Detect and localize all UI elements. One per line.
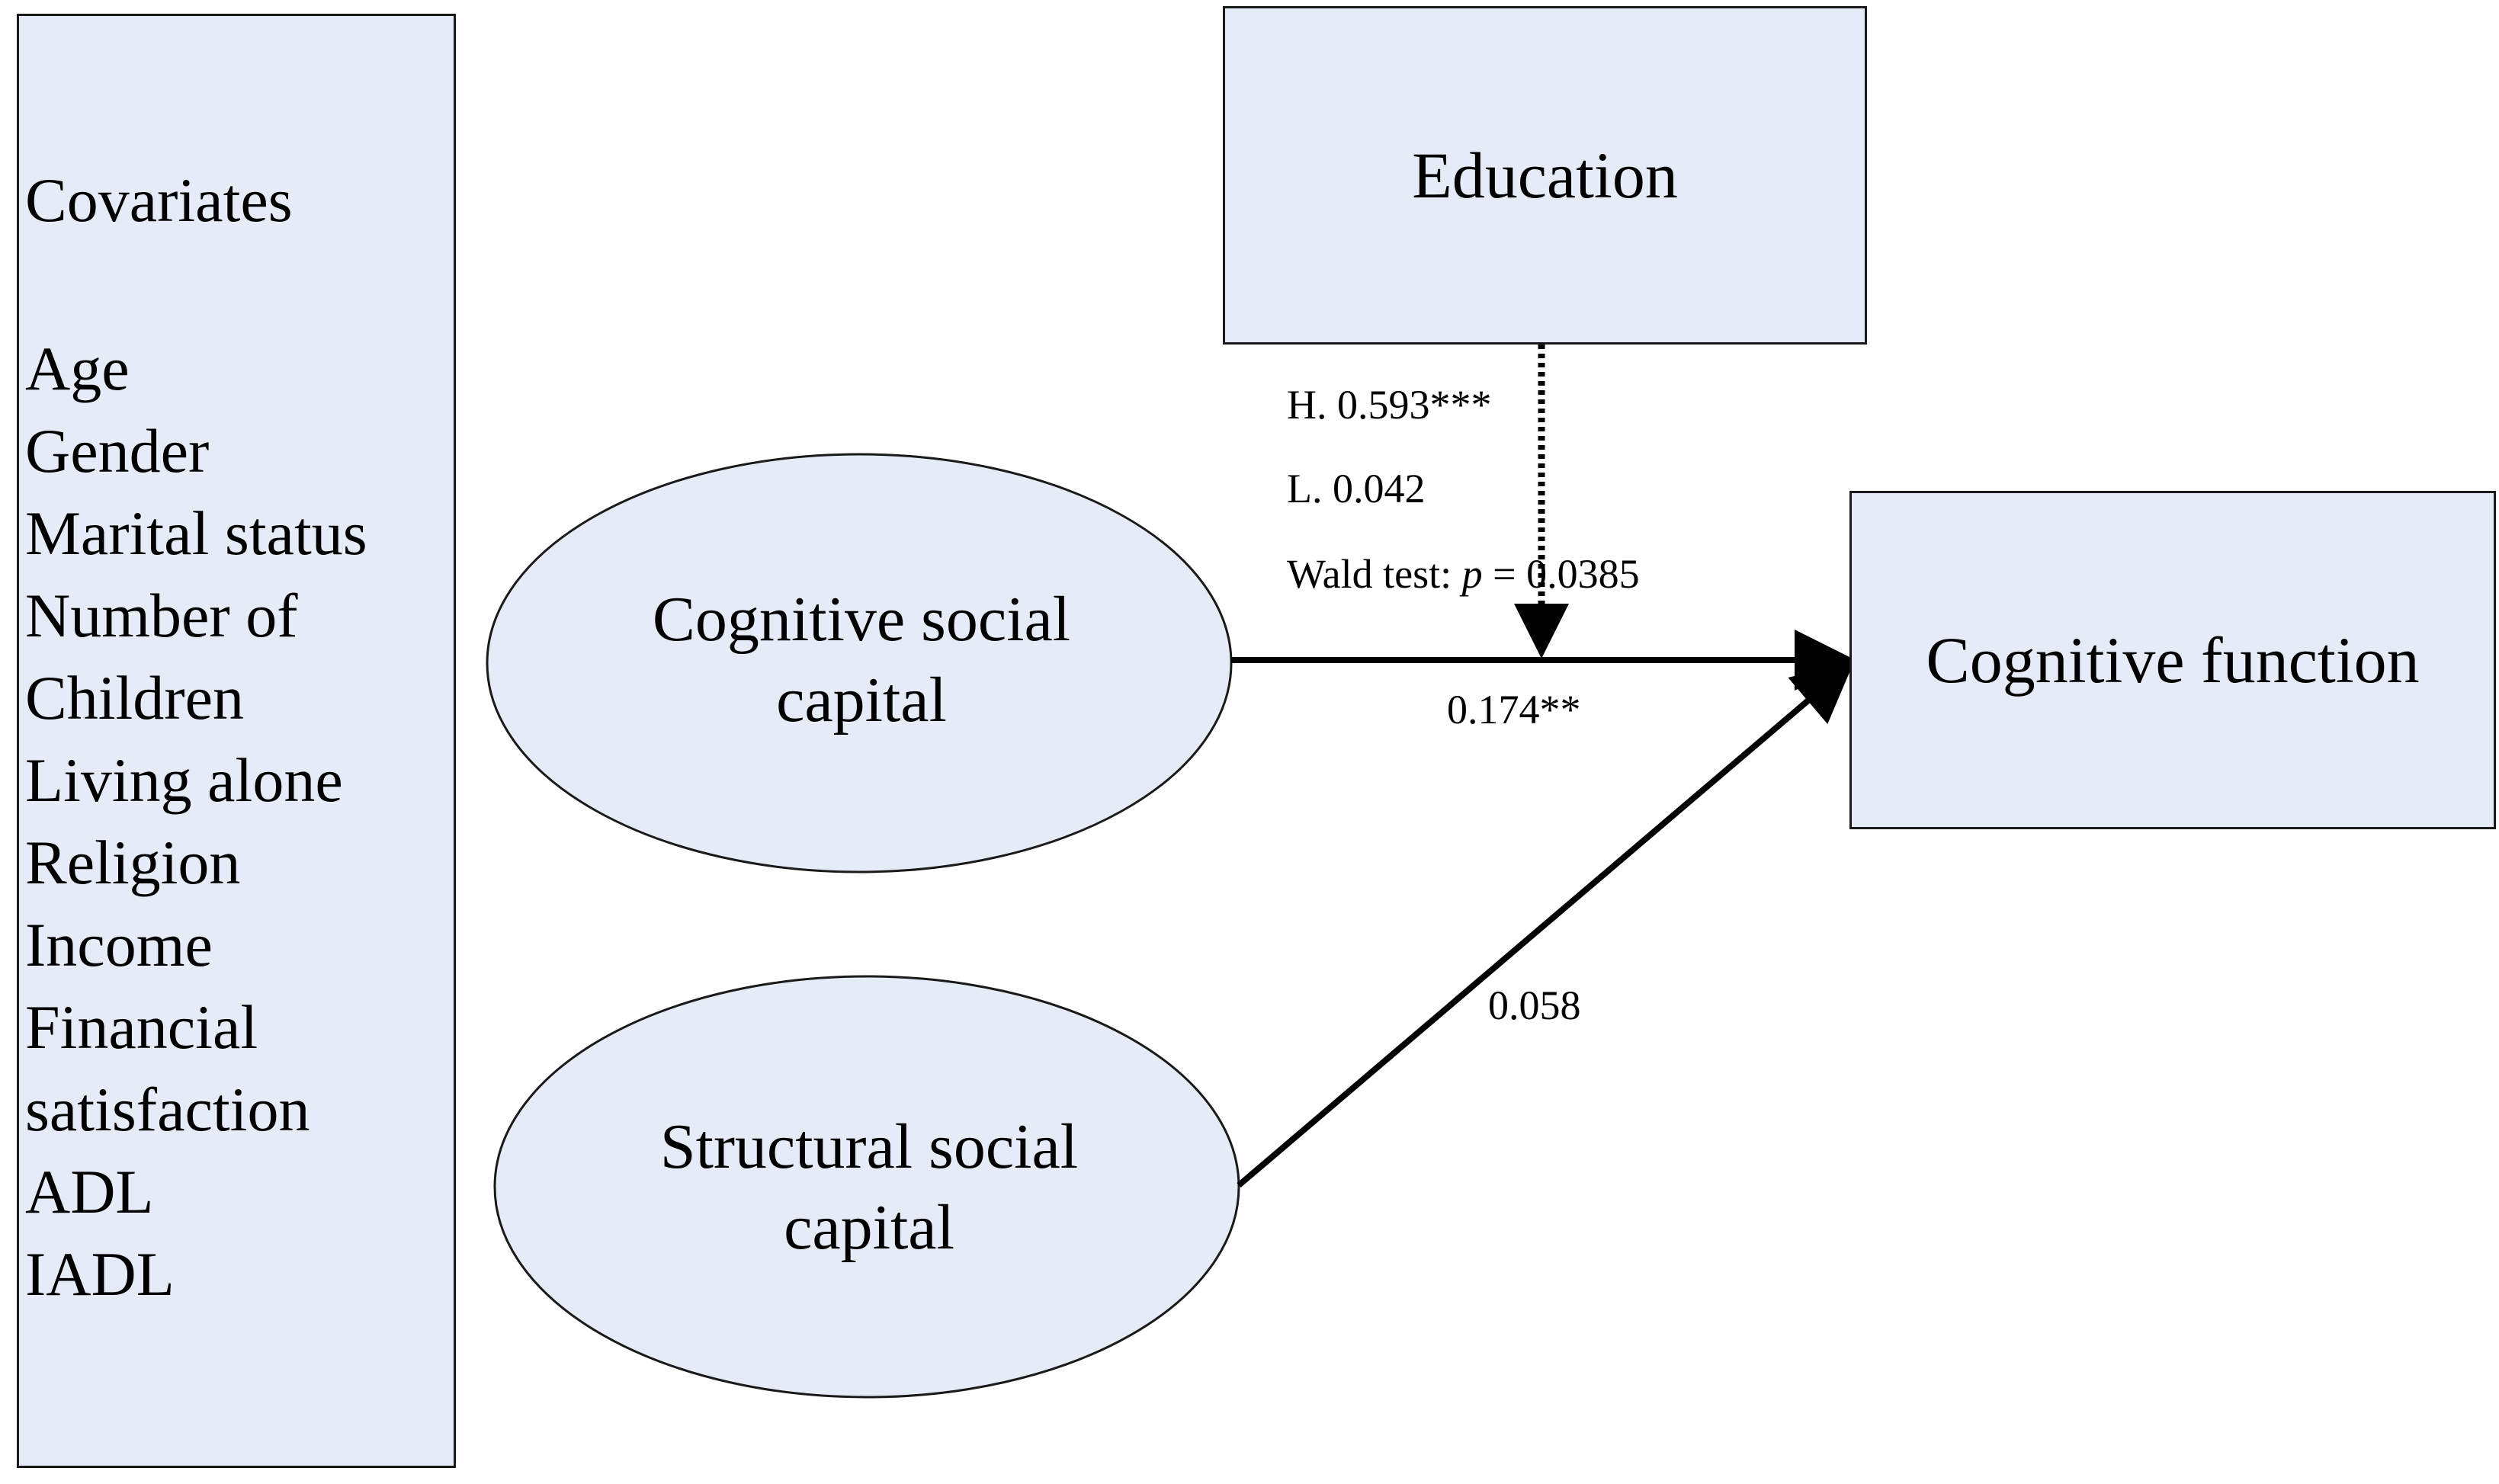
- low-education-coefficient: L. 0.042: [1287, 466, 1426, 511]
- covariate-item: ADL: [25, 1157, 154, 1226]
- covariates-box: [17, 14, 456, 1468]
- wald-test-result: Wald test: p = 0.0385: [1287, 553, 1640, 595]
- covariate-item: IADL: [25, 1239, 175, 1309]
- education-box: Education: [1223, 6, 1867, 345]
- structural-social-capital-label: Structural social capital: [496, 1107, 1243, 1268]
- wald-test-prefix: Wald test:: [1287, 551, 1462, 597]
- covariate-item: Income: [25, 910, 213, 979]
- cognitive-path-coefficient: 0.174**: [1447, 687, 1581, 732]
- cognitive-social-capital-label: Cognitive social capital: [488, 579, 1235, 741]
- wald-test-value: = 0.0385: [1482, 551, 1640, 597]
- cognitive-function-box: Cognitive function: [1849, 491, 2496, 829]
- covariate-item: Religion: [25, 828, 241, 897]
- high-education-coefficient: H. 0.593***: [1287, 382, 1492, 428]
- structural-social-capital-line2: capital: [784, 1192, 954, 1263]
- covariates-title: Covariates: [25, 165, 293, 235]
- covariate-item: satisfaction: [25, 1075, 310, 1144]
- covariate-item: Financial: [25, 992, 258, 1062]
- cognitive-social-capital-line1: Cognitive social: [652, 584, 1071, 655]
- structural-path-coefficient: 0.058: [1488, 982, 1581, 1028]
- cognitive-function-label: Cognitive function: [1926, 623, 2420, 697]
- covariate-item: Living alone: [25, 745, 343, 815]
- structural-to-function-arrow: [1237, 661, 1855, 1188]
- covariate-item: Children: [25, 663, 244, 732]
- covariate-item: Marital status: [25, 498, 367, 568]
- covariate-item: Gender: [25, 416, 210, 486]
- structural-social-capital-line1: Structural social: [659, 1111, 1079, 1182]
- covariate-item: Number of: [25, 581, 298, 650]
- covariates-list: Age Gender Marital status Number of Chil…: [25, 328, 367, 1316]
- covariate-item: Age: [25, 334, 130, 403]
- wald-test-p-symbol: p: [1461, 551, 1483, 597]
- structural-social-capital-ellipse: [493, 975, 1240, 1399]
- cognitive-social-capital-line2: capital: [776, 665, 947, 736]
- education-label: Education: [1412, 139, 1678, 212]
